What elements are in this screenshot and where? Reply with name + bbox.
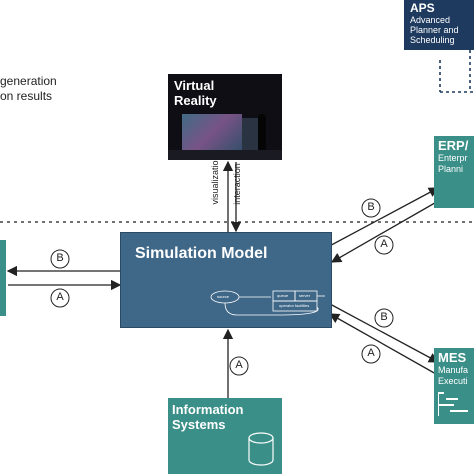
circle-label-a-left: A xyxy=(56,291,64,303)
circle-b-left xyxy=(50,249,70,269)
mes-chart-icon xyxy=(438,392,470,418)
vr-title-line2: Reality xyxy=(174,93,217,108)
erp-title: ERP/ xyxy=(438,138,469,153)
mes-arrow-b xyxy=(329,303,440,363)
mes-icon-bar4 xyxy=(450,410,468,412)
vr-scene xyxy=(182,114,242,152)
erp-box: ERP/ Enterpr Planni xyxy=(434,136,474,208)
mes-line2: Executi xyxy=(438,376,468,386)
info-line1: Information xyxy=(172,402,244,417)
left-caption: generation on results xyxy=(0,74,57,104)
circle-b-mes xyxy=(374,308,394,328)
aps-line1: Advanced xyxy=(410,15,451,25)
erp-line1: Enterpr xyxy=(438,153,468,163)
mes-icon-axis xyxy=(438,392,439,416)
simulation-model-title: Simulation Model xyxy=(135,245,268,262)
mes-title: MES xyxy=(438,350,467,365)
queue-label: queue xyxy=(277,293,289,298)
erp-line2: Planni xyxy=(438,164,464,174)
circle-a-mes xyxy=(361,344,381,364)
erp-arrow-b xyxy=(321,187,440,251)
erp-arrow-a xyxy=(330,199,441,263)
circle-label-b-left: B xyxy=(56,252,64,264)
circle-a-left xyxy=(50,288,70,308)
left-system-box xyxy=(0,240,6,316)
server-label: server xyxy=(299,293,311,298)
vr-title-line1: Virtual xyxy=(174,78,215,93)
queue-model-sketch xyxy=(210,290,325,316)
source-label: source xyxy=(217,294,230,299)
mes-icon-bar1 xyxy=(438,392,444,394)
circle-label-b-erp: B xyxy=(367,201,375,213)
mes-arrow-a xyxy=(328,313,437,375)
info-line2: Systems xyxy=(172,417,226,432)
facilities-label: operator facilities xyxy=(279,303,310,308)
simulation-model-box: Simulation Model source queue server ope… xyxy=(120,232,332,328)
vr-box: Virtual Reality xyxy=(168,74,282,160)
information-systems-box: Information Systems xyxy=(168,398,282,474)
aps-line2: Planner and xyxy=(410,25,459,35)
left-caption-line2: on results xyxy=(0,89,53,103)
person-silhouette xyxy=(258,114,266,152)
circle-b-erp xyxy=(361,198,381,218)
left-caption-line1: generation xyxy=(0,74,57,88)
database-icon xyxy=(248,432,274,466)
vr-floor xyxy=(168,150,282,160)
circle-a-info xyxy=(229,356,249,376)
mes-box: MES Manufa Executi xyxy=(434,348,474,424)
circle-label-a-info: A xyxy=(235,359,243,371)
mes-icon-bar2 xyxy=(446,398,458,400)
mes-line1: Manufa xyxy=(438,365,469,375)
mes-icon-bar3 xyxy=(438,404,454,406)
circle-a-erp xyxy=(374,235,394,255)
aps-box: APS Advanced Planner and Scheduling xyxy=(404,0,474,50)
aps-title: APS xyxy=(410,1,435,15)
circle-label-b-mes: B xyxy=(380,311,388,323)
circle-label-a-erp: A xyxy=(380,238,388,250)
aps-line3: Scheduling xyxy=(410,35,455,45)
circle-label-a-mes: A xyxy=(367,347,375,359)
